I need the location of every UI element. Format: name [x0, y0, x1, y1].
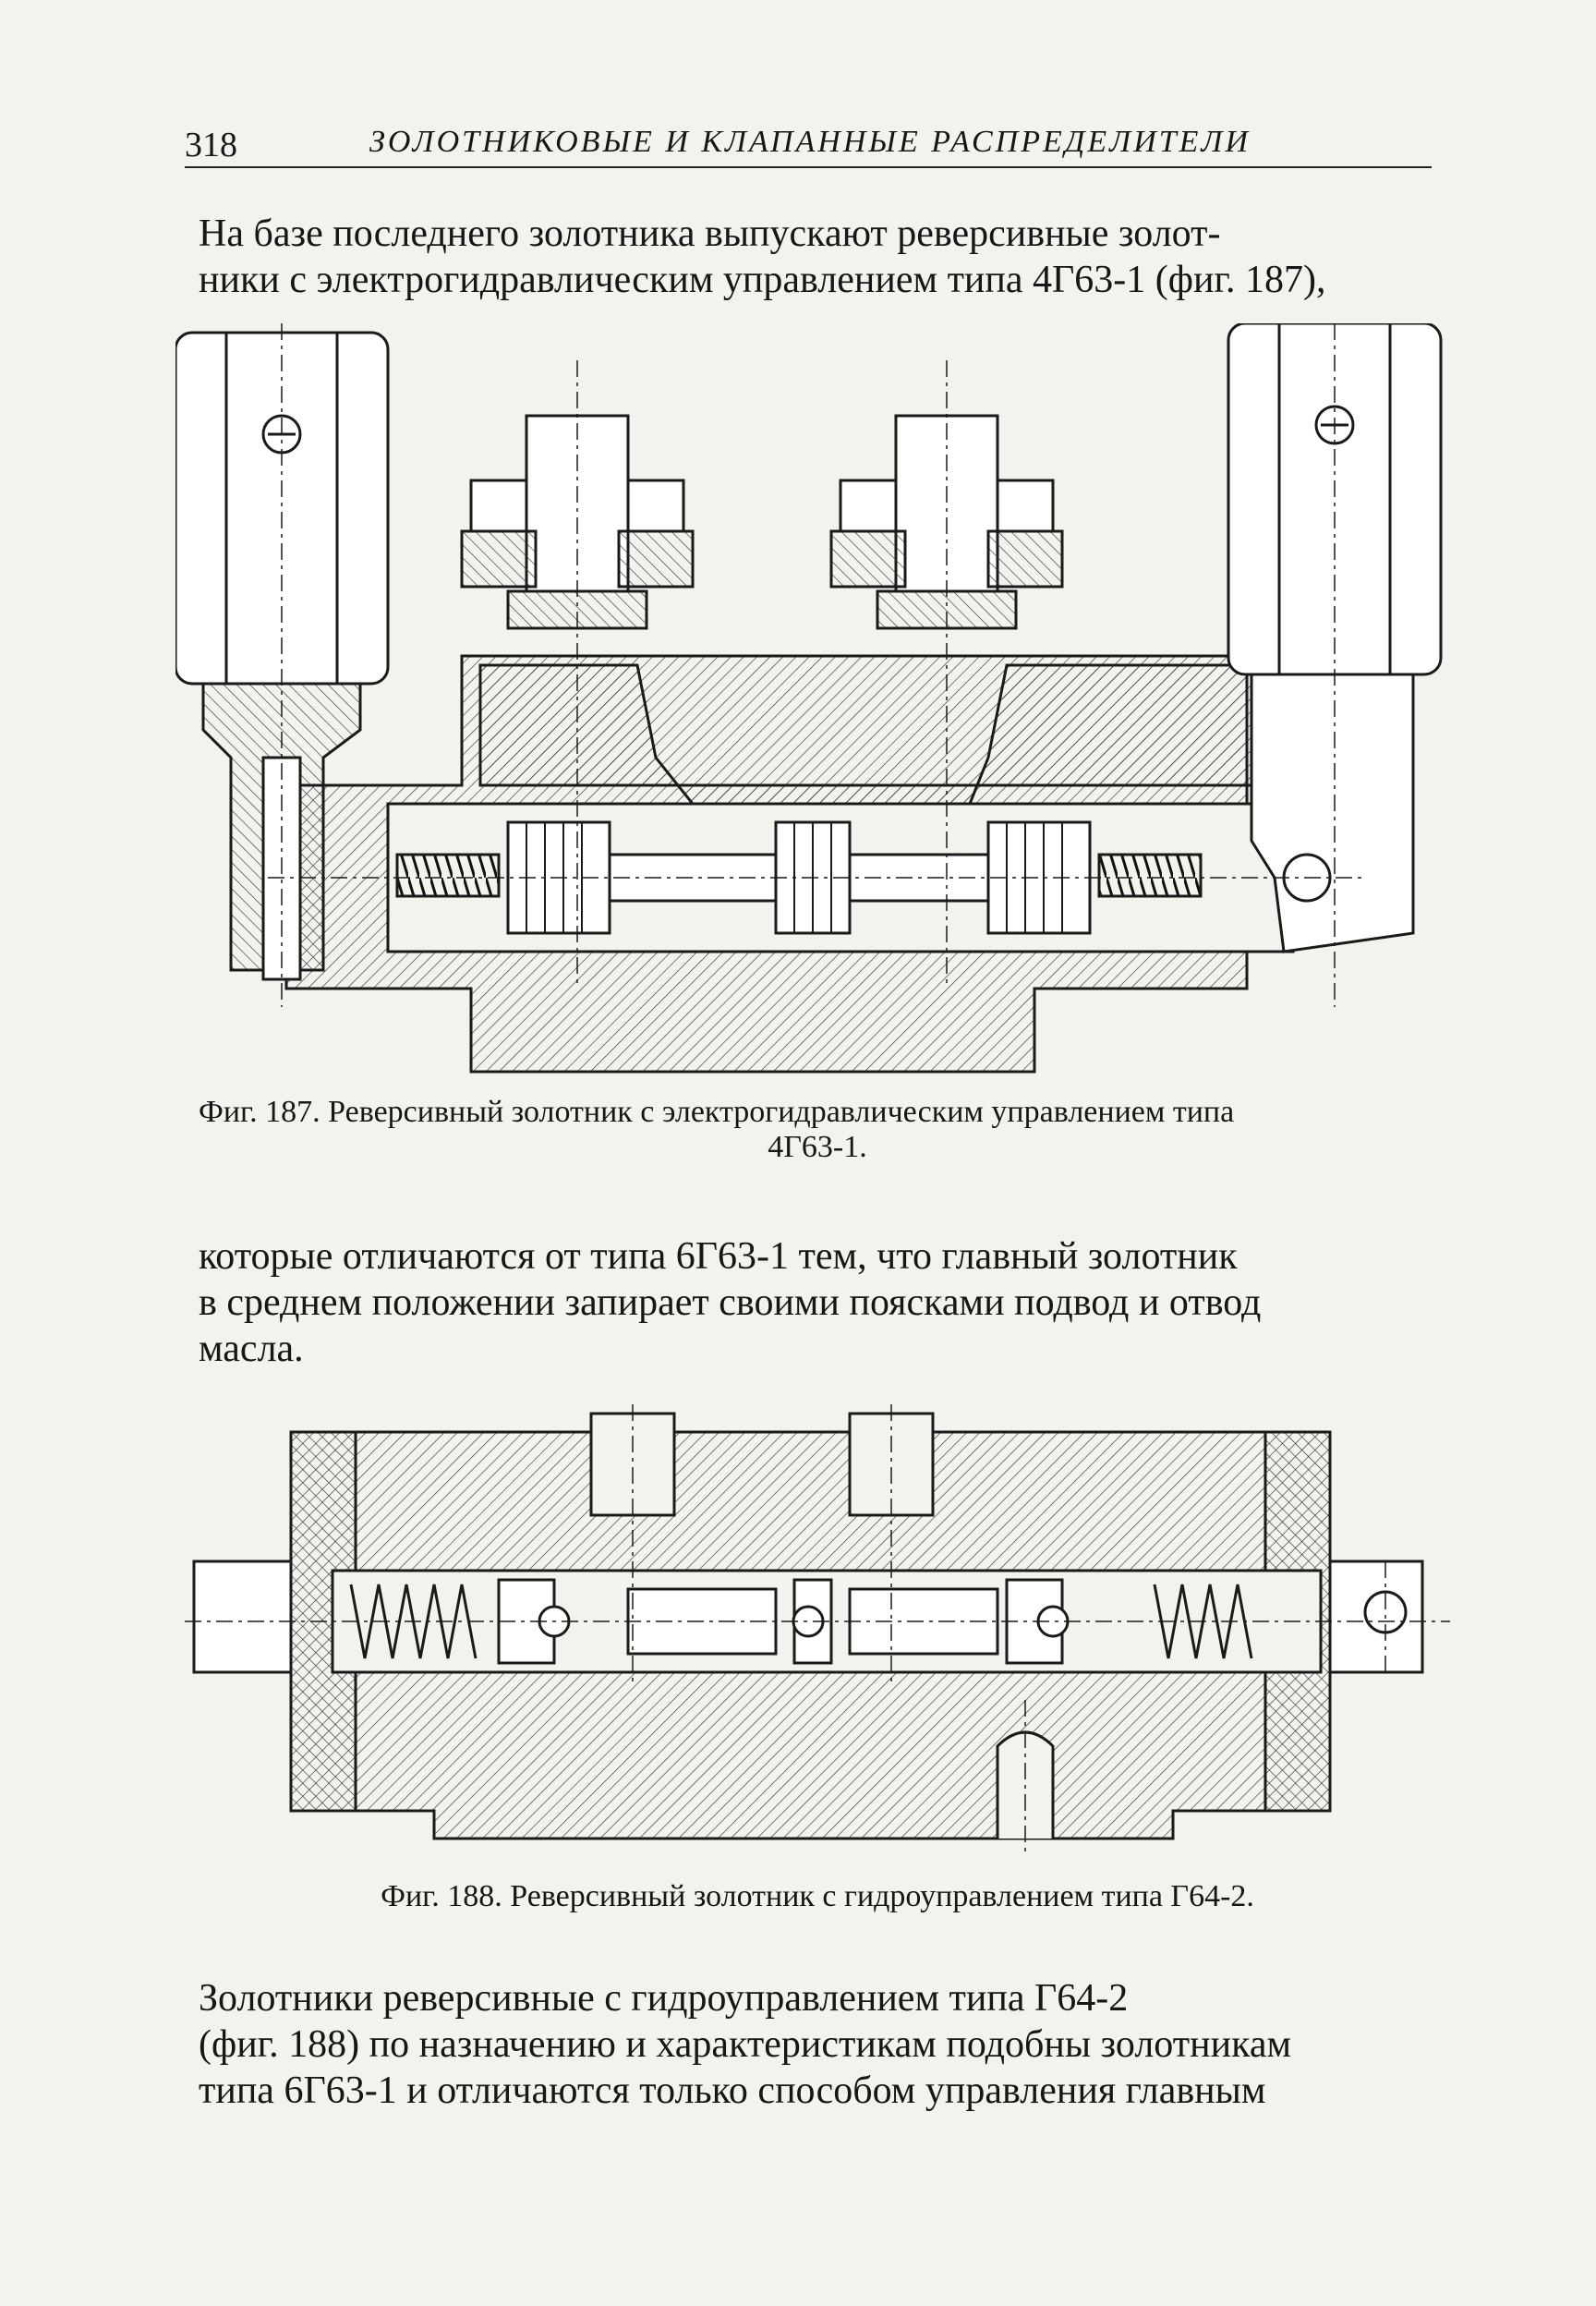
paragraph-line: в среднем положении запирает своими пояс…	[199, 1281, 1262, 1324]
figure-187-caption: Фиг. 187. Реверсивный золотник с электро…	[199, 1095, 1436, 1165]
section-title: ЗОЛОТНИКОВЫЕ И КЛАПАННЫЕ РАСПРЕДЕЛИТЕЛИ	[369, 125, 1251, 159]
figure-188-drawing	[185, 1404, 1450, 1857]
paragraph-1: На базе последнего золотника выпускают р…	[199, 211, 1436, 303]
figure-187-drawing	[175, 323, 1443, 1074]
header-rule	[185, 166, 1432, 168]
paragraph-line: На базе последнего золотника выпускают р…	[199, 212, 1221, 255]
paragraph-line: Золотники реверсивные с гидроуправлением…	[199, 1977, 1129, 2020]
figure-188-caption: Фиг. 188. Реверсивный золотник с гидроуп…	[381, 1879, 1254, 1913]
paragraph-3: Золотники реверсивные с гидроуправлением…	[199, 1975, 1436, 2114]
paragraph-line: масла.	[199, 1328, 304, 1370]
paragraph-line: которые отличаются от типа 6Г63-1 тем, ч…	[199, 1235, 1238, 1278]
paragraph-line: типа 6Г63-1 и отличаются только способом…	[199, 2069, 1266, 2112]
paragraph-line: ники с электрогидравлическим управлением…	[199, 259, 1326, 301]
paragraph-2: которые отличаются от типа 6Г63-1 тем, ч…	[199, 1233, 1436, 1372]
running-head: 318 ЗОЛОТНИКОВЫЕ И КЛАПАННЫЕ РАСПРЕДЕЛИТ…	[185, 125, 1432, 171]
page-number: 318	[185, 126, 237, 164]
paragraph-line: (фиг. 188) по назначению и характеристик…	[199, 2023, 1292, 2066]
caption-line: 4Г63-1.	[768, 1130, 867, 1164]
caption-line: Фиг. 187. Реверсивный золотник с электро…	[199, 1095, 1235, 1129]
